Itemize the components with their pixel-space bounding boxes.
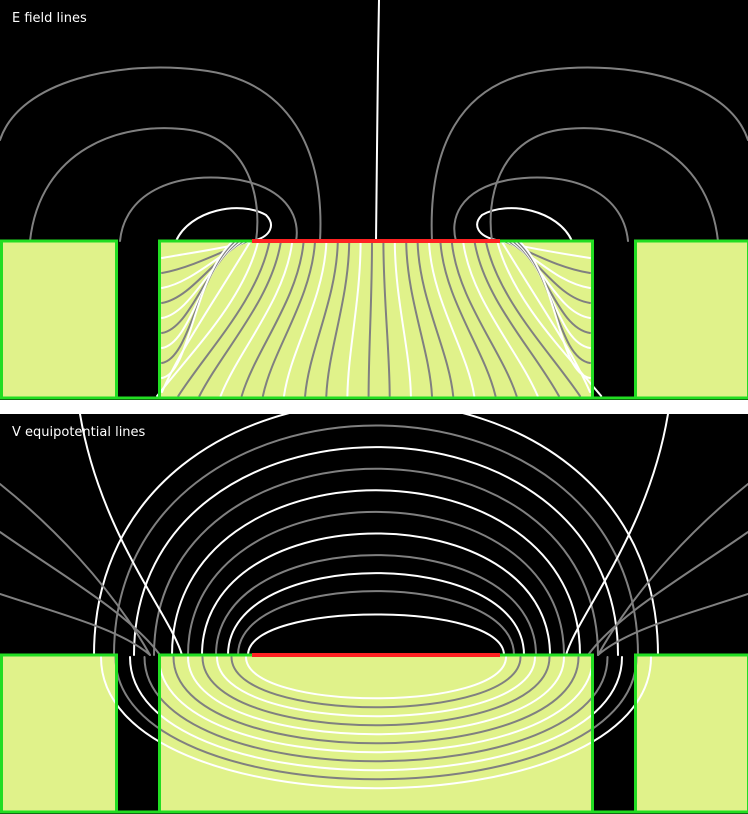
equipotential-substrate-2 bbox=[216, 656, 536, 718]
field-line-substrate-17 bbox=[450, 241, 518, 397]
equipotential-arc-3 bbox=[215, 554, 537, 656]
field-line-substrate-12 bbox=[393, 241, 412, 397]
equipotential-title: V equipotential lines bbox=[12, 425, 146, 440]
e-field-plot bbox=[0, 0, 748, 400]
equipotential-arc-1 bbox=[237, 590, 515, 656]
equipotential-arc-5 bbox=[187, 510, 565, 656]
equipotential-substrate-9 bbox=[114, 656, 638, 781]
field-line-side-left-7 bbox=[161, 241, 235, 364]
equipotential-arc-8 bbox=[133, 446, 619, 656]
equipotential-substrate-10 bbox=[100, 656, 652, 790]
field-line-substrate-6 bbox=[283, 241, 328, 397]
equipotential-arc-7 bbox=[153, 467, 599, 656]
field-line-substrate-0 bbox=[156, 241, 259, 397]
right-ground-block bbox=[634, 241, 748, 398]
field-line-substrate-3 bbox=[219, 241, 294, 397]
center-dielectric-block bbox=[158, 241, 594, 398]
field-line-side-left-5 bbox=[161, 241, 239, 334]
field-line-center bbox=[375, 0, 380, 242]
field-line-substrate-2 bbox=[198, 241, 282, 397]
equipotential-substrate-5 bbox=[172, 656, 580, 745]
field-line-side-left-6 bbox=[161, 241, 237, 349]
equipotential-substrate-1 bbox=[230, 656, 522, 709]
field-line-substrate-10 bbox=[367, 241, 373, 397]
field-line-inner-right bbox=[476, 207, 573, 242]
equipotential-substrate-0 bbox=[245, 656, 507, 700]
equipotential-arc-9 bbox=[113, 424, 639, 656]
equipotential-side-left-0 bbox=[0, 531, 161, 656]
field-line-substrate-4 bbox=[240, 241, 305, 397]
field-line-substrate-8 bbox=[325, 241, 351, 397]
field-line-side-right-5 bbox=[513, 241, 591, 334]
equipotential-panel: V equipotential lines bbox=[0, 414, 748, 814]
left-ground-block bbox=[0, 241, 118, 398]
field-line-outer-right bbox=[430, 66, 748, 242]
field-line-corner-right bbox=[501, 241, 591, 393]
field-line-substrate-18 bbox=[462, 241, 539, 397]
equipotential-side-left-2 bbox=[0, 483, 151, 656]
equipotential-side-left-1 bbox=[0, 593, 151, 656]
equipotential-arc-10 bbox=[93, 414, 659, 656]
field-line-substrate-5 bbox=[261, 241, 316, 397]
field-line-corner-left bbox=[161, 241, 251, 393]
equipotential-substrate-3 bbox=[201, 656, 551, 727]
field-line-substrate-11 bbox=[382, 241, 391, 397]
field-line-inner-left bbox=[175, 207, 272, 242]
field-line-side-right-6 bbox=[515, 241, 591, 349]
equipotential-arc-2 bbox=[227, 572, 525, 656]
field-line-mid-right bbox=[453, 176, 629, 242]
equipotential-substrate-4 bbox=[187, 656, 565, 736]
field-line-substrate-15 bbox=[428, 241, 476, 397]
field-line-substrate-14 bbox=[416, 241, 455, 397]
field-line-outer-left bbox=[0, 66, 322, 242]
field-line-substrate-9 bbox=[346, 241, 362, 397]
field-line-mid-left bbox=[119, 176, 298, 242]
equipotential-flare-right bbox=[565, 414, 669, 656]
field-line-substrate-20 bbox=[485, 241, 581, 397]
field-line-substrate-1 bbox=[177, 241, 271, 397]
e-field-panel: E field lines bbox=[0, 0, 748, 400]
field-line-substrate-13 bbox=[405, 241, 433, 397]
field-line-substrate-16 bbox=[439, 241, 497, 397]
equipotential-substrate-7 bbox=[143, 656, 609, 763]
left-ground-block bbox=[0, 655, 118, 812]
right-ground-block bbox=[634, 655, 748, 812]
equipotential-side-right-1 bbox=[597, 593, 748, 656]
equipotential-arc-6 bbox=[171, 489, 581, 656]
field-line-substrate-21 bbox=[496, 241, 603, 397]
equipotential-arc-4 bbox=[201, 532, 551, 656]
field-line-substrate-19 bbox=[473, 241, 560, 397]
field-line-arc-right bbox=[489, 127, 719, 242]
field-line-arc-left bbox=[29, 127, 259, 242]
equipotential-plot bbox=[0, 414, 748, 814]
equipotential-flare-left bbox=[79, 414, 183, 656]
equipotential-substrate-6 bbox=[158, 656, 594, 754]
equipotential-arc-0 bbox=[247, 613, 505, 656]
equipotential-side-right-2 bbox=[597, 483, 748, 656]
e-field-title: E field lines bbox=[12, 11, 87, 26]
equipotential-side-right-0 bbox=[587, 531, 748, 656]
field-line-substrate-7 bbox=[304, 241, 339, 397]
equipotential-substrate-8 bbox=[129, 656, 623, 772]
